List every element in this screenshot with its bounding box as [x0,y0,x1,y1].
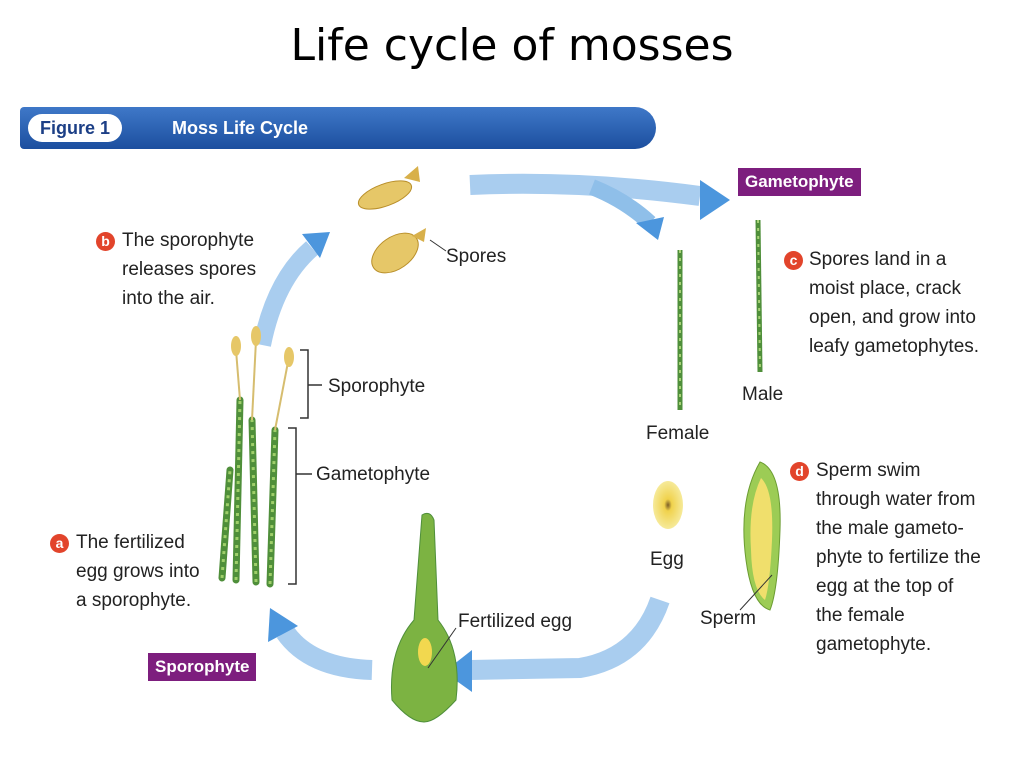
tag-sporophyte: Sporophyte [148,653,257,681]
cycle-arrow-bottom [268,608,373,680]
label-egg: Egg [650,549,684,570]
label-fertilized-egg: Fertilized egg [458,611,573,632]
egg-cell [653,481,683,529]
step-b-badge: b [96,232,115,251]
sporophyte-bracket [300,349,322,419]
cycle-arrow-top [469,173,730,240]
step-a-caption: The fertilized egg grows into a sporophy… [76,532,200,611]
step-b-caption: The sporophyte releases spores into the … [122,230,257,309]
tag-gametophyte: Gametophyte [738,168,861,196]
male-gametophyte [755,219,763,373]
fertilized-egg-structure [391,512,458,723]
label-sporophyte: Sporophyte [328,376,426,397]
label-gametophyte: Gametophyte [316,464,431,485]
label-spores: Spores [446,246,507,267]
figure-number: Figure 1 [28,114,123,142]
sperm-organ [743,461,781,611]
step-c-caption: Spores land in a moist place, crack open… [809,249,980,357]
step-a-badge: a [50,534,69,553]
gametophyte-bracket [288,427,312,585]
label-sperm: Sperm [700,608,756,629]
cycle-arrow-right [444,596,670,692]
cycle-arrow-left [253,232,330,347]
figure-title: Moss Life Cycle [172,118,309,138]
figure-banner: Figure 1 Moss Life Cycle [20,107,656,149]
label-male: Male [742,384,784,405]
step-c-badge: c [784,251,803,270]
moss-with-sporophytes [218,326,294,588]
spore-capsules [357,166,426,274]
label-female: Female [646,423,710,444]
slide-title: Life cycle of mosses [290,20,734,71]
step-d-caption: Sperm swim through water from the male g… [816,460,981,655]
step-d-badge: d [790,462,809,481]
